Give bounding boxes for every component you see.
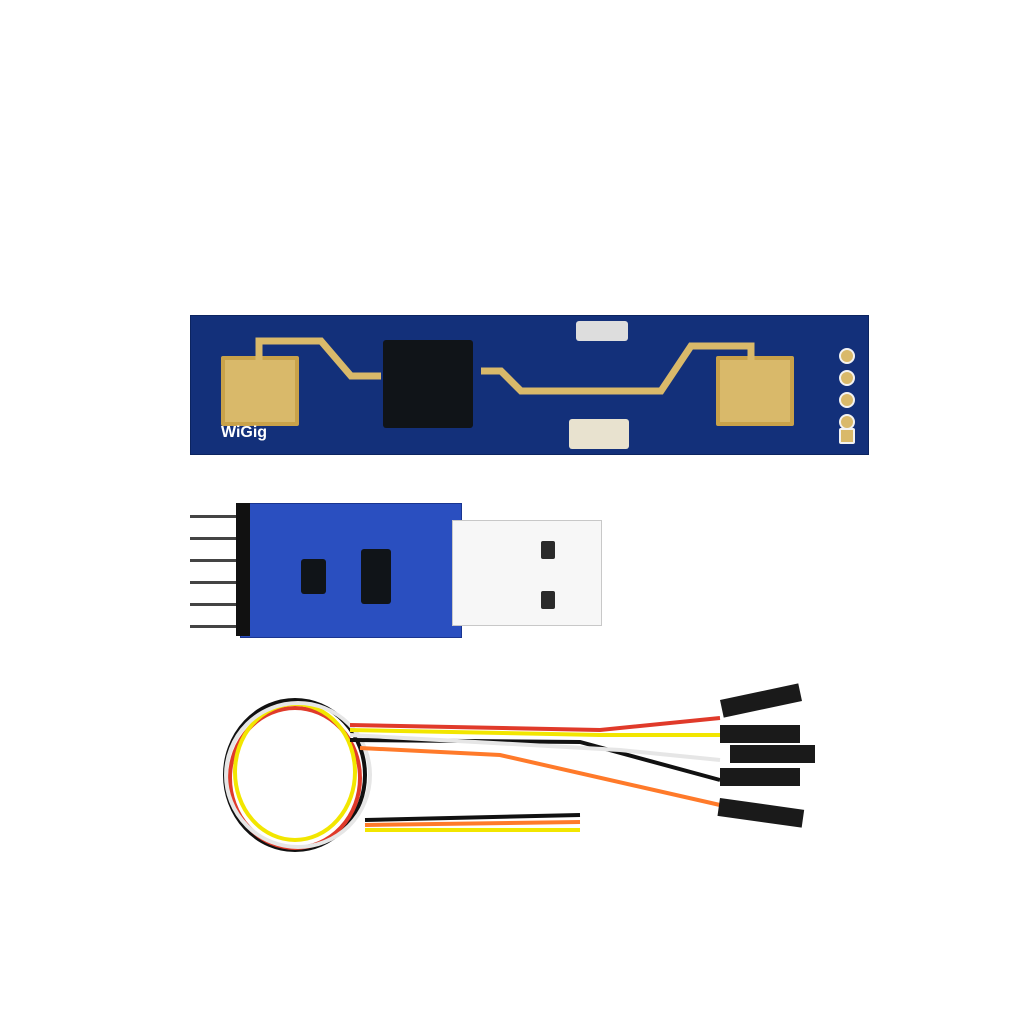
pin-hole: [839, 392, 855, 408]
pin-hole: [839, 370, 855, 386]
pin-hole: [839, 348, 855, 364]
header-pin: [190, 537, 245, 540]
pin-header: [236, 503, 250, 636]
ic-chip: [361, 549, 391, 604]
radar-chip: [383, 340, 473, 428]
header-pin: [190, 625, 245, 628]
antenna-trace: [255, 337, 755, 395]
header-pin: [190, 515, 245, 518]
radar-sensor-board: WiGig: [190, 315, 869, 455]
led-component: [569, 419, 629, 449]
usb-a-plug: [452, 520, 602, 626]
header-pin: [190, 581, 245, 584]
usb-plug-hole: [541, 541, 555, 559]
usb-plug-hole: [541, 591, 555, 609]
header-pin: [190, 559, 245, 562]
antenna-pad-right: [716, 356, 794, 426]
pin-hole-square: [839, 428, 855, 444]
board-label: WiGig: [221, 424, 268, 441]
smd-component: [576, 321, 628, 341]
jumper-cable: [223, 683, 815, 852]
usb-ttl-adapter-board: [240, 503, 462, 638]
ic-chip-small: [301, 559, 326, 594]
header-pin: [190, 603, 245, 606]
